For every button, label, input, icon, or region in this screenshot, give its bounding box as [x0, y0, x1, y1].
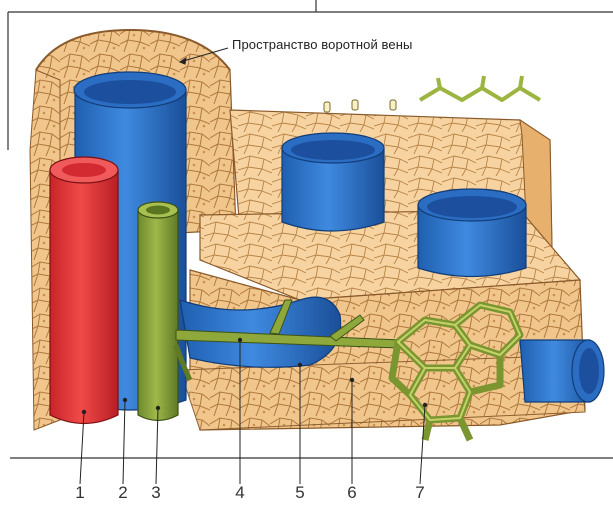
portal-space-caption: Пространство воротной вены — [232, 37, 412, 52]
label-4: 4 — [230, 483, 250, 503]
label-2: 2 — [113, 483, 133, 503]
label-3: 3 — [146, 483, 166, 503]
label-1: 1 — [70, 483, 90, 503]
label-5: 5 — [290, 483, 310, 503]
surface-canaliculi — [420, 76, 540, 100]
label-6: 6 — [342, 483, 362, 503]
central-vein-3 — [520, 340, 604, 402]
hepatic-artery — [50, 157, 118, 424]
central-vein-1 — [282, 133, 384, 231]
surface-microvilli — [324, 100, 396, 112]
central-vein-2 — [418, 189, 526, 277]
label-7: 7 — [410, 483, 430, 503]
